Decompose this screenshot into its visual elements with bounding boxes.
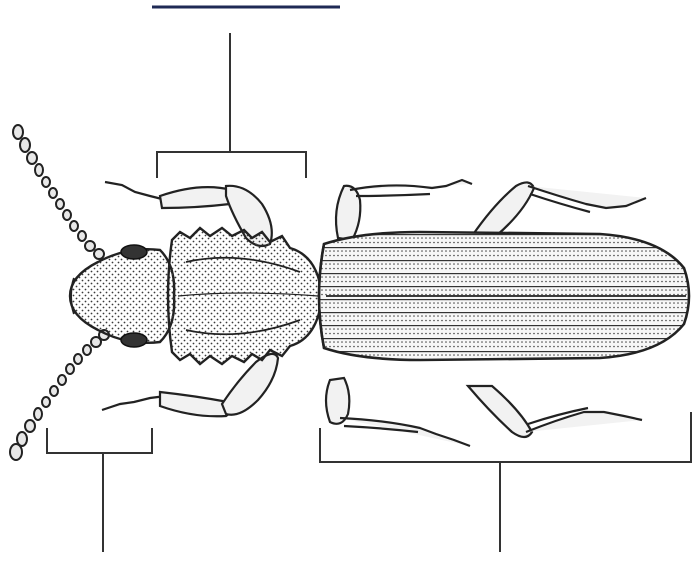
abdomen-callout [320, 412, 691, 552]
antenna-upper [13, 125, 104, 259]
leg-hind-lower [468, 386, 642, 437]
antenna-lower [10, 330, 109, 460]
eye-lower [121, 333, 147, 347]
leg-hind-upper [472, 182, 646, 236]
legs-callout [157, 33, 306, 178]
eye-upper [121, 245, 147, 259]
thorax [168, 228, 322, 364]
leg-mid-lower [326, 378, 470, 446]
head [70, 245, 174, 347]
leg-front-lower [102, 354, 278, 416]
antenna-callout [47, 428, 152, 552]
abdomen [319, 232, 689, 360]
